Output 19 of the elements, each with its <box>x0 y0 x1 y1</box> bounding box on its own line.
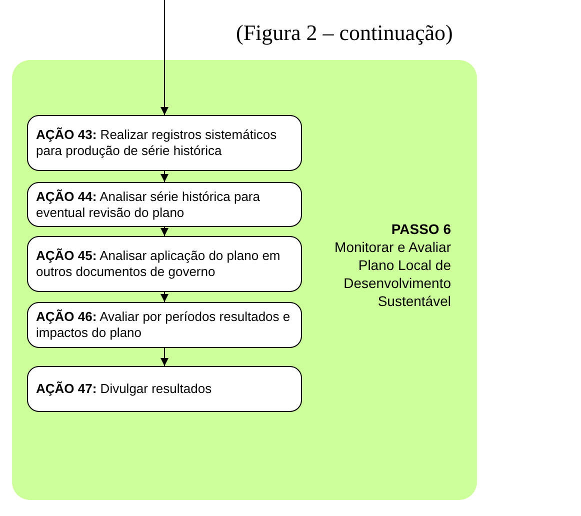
arrow <box>160 226 168 236</box>
action-box <box>27 302 302 348</box>
arrow <box>160 170 168 182</box>
arrow <box>160 292 168 302</box>
step-panel <box>12 60 477 500</box>
action-box <box>27 182 302 227</box>
figure-title: (Figura 2 – continuação) <box>236 20 453 46</box>
step-heading: PASSO 6 <box>390 220 451 238</box>
action-text: AÇÃO 46: Avaliar por períodos resultados e impactos do plano <box>36 309 292 341</box>
action-text: AÇÃO 44: Analisar série histórica para eventual revisão do plano <box>36 188 261 220</box>
action-box <box>27 115 302 171</box>
action-box <box>27 366 302 412</box>
action-box <box>27 236 302 292</box>
arrow <box>160 0 168 116</box>
action-text: AÇÃO 47: Divulgar resultados <box>36 381 212 397</box>
arrow <box>160 348 168 366</box>
step-description: Monitorar e Avaliar Plano Local de Desenvolvimento Sustentável <box>334 238 451 310</box>
action-text: AÇÃO 43: Realizar registros sistemáticos para produção de série histórica <box>36 127 278 159</box>
action-text: AÇÃO 45: Analisar aplicação do plano em outros documentos de governo <box>36 248 282 280</box>
